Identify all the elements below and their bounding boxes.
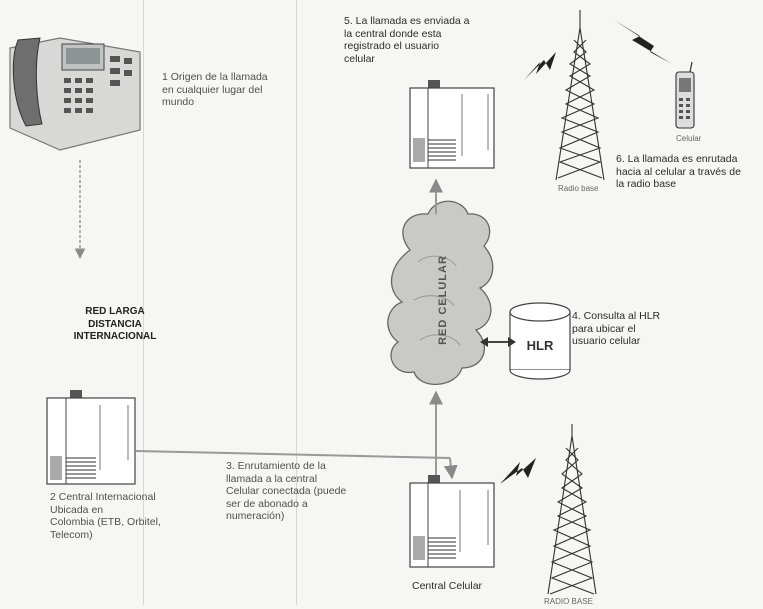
step-4-label: 4. Consulta al HLR para ubicar el usuari… xyxy=(572,310,661,347)
step-6-label: 6. La llamada es enrutada hacia al celul… xyxy=(616,153,741,190)
radio-base-top-label: Radio base xyxy=(558,184,599,193)
international-central-switch-icon xyxy=(46,390,136,485)
cell-phone-icon xyxy=(675,61,695,129)
serving-central-switch-icon xyxy=(409,80,495,169)
hlr-database-icon xyxy=(509,302,571,380)
signal-bolt-2-icon xyxy=(614,20,672,64)
desk-phone-icon xyxy=(9,37,141,151)
red-larga-distancia-label: RED LARGA DISTANCIA INTERNACIONAL xyxy=(73,306,157,342)
radio-base-tower-top-icon xyxy=(555,10,605,181)
step-5-label: 5. La llamada es enviada a la central do… xyxy=(344,15,470,65)
radio-base-bottom-label: RADIO BASE xyxy=(544,597,593,606)
step-1-label: 1 Origen de la llamada en cualquier luga… xyxy=(162,71,268,108)
cellular-network-cloud-icon xyxy=(387,200,494,385)
signal-bolt-1-icon xyxy=(524,52,556,80)
celular-tag-label: Celular xyxy=(676,134,702,143)
step-3-label: 3. Enrutamiento de la llamada a la centr… xyxy=(226,460,347,522)
page-fold-left xyxy=(143,0,144,605)
signal-bolt-3-icon xyxy=(500,458,536,484)
page-fold-right xyxy=(296,0,297,605)
hlr-label: HLR xyxy=(527,338,554,353)
radio-base-tower-bottom-icon xyxy=(547,424,597,595)
step-2-label: 2 Central Internacional Ubicada en Colom… xyxy=(50,491,161,541)
cellular-central-switch-icon xyxy=(409,475,495,568)
arrow-intl-to-cellular xyxy=(135,450,451,459)
arrow-cloud-hlr xyxy=(480,337,516,347)
central-celular-label: Central Celular xyxy=(412,580,483,592)
red-celular-label: RED CELULAR xyxy=(437,255,449,345)
